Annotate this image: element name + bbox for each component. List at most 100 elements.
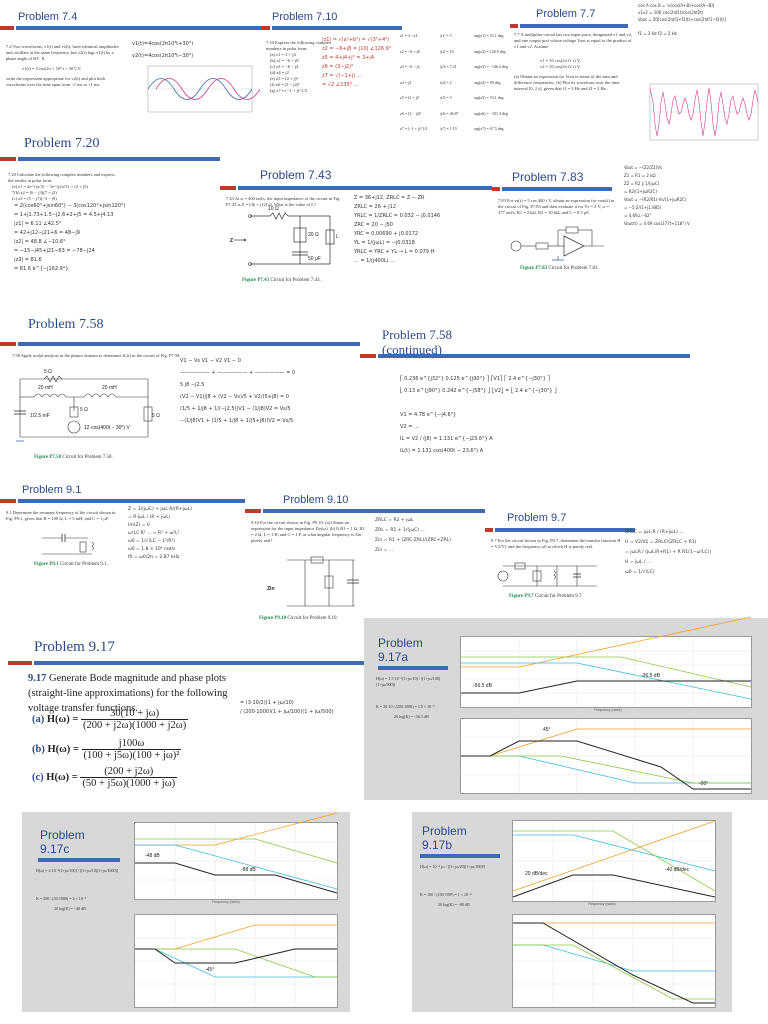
panel-problem-9-10: Problem 9.10 9.10 For the circuit shown … xyxy=(245,490,485,630)
panel-problem-7-10: Problem 7.10 7.10 Express the following … xyxy=(262,0,510,160)
problem-text: 9.17 Generate Bode magnitude and phase p… xyxy=(28,673,228,714)
resistor-top-label: 5 Ω xyxy=(44,369,52,375)
k-equation: K = 30·10 / (200·1000) = 1.5 × 10⁻³ xyxy=(376,704,435,709)
inductor-left-label: 20 mH xyxy=(38,385,53,391)
panel-problem-9-1: Problem 9.1 9.1 Determine the resonant f… xyxy=(0,480,245,620)
title-bar xyxy=(420,854,500,858)
panel-problem-9-17b: Problem 9.17b H(ω) = 10⁻⁴ jω / [(1+jω/20… xyxy=(412,812,732,1012)
answer-row: z1 = 3 + j4 xyxy=(400,33,418,38)
item: (g) z7 = (−1 + j)^1/2 xyxy=(270,88,308,93)
phase-asym-zero xyxy=(135,924,337,950)
item: *(b) z2 = (6 − j3)(7 + j2) xyxy=(12,190,57,195)
circuit-9-1 xyxy=(42,534,94,555)
capacitor-label: 50 μF xyxy=(308,256,321,262)
equation-c: (c) H(ω) = (200 + j2ω)(50 + j5ω)(1000 + … xyxy=(32,766,178,789)
handwritten-work: = (3·10/2)(1 + jω/10) / (200·1000)(1 + j… xyxy=(240,700,334,715)
asymptote-pole1 xyxy=(461,662,752,700)
transfer-function: H(ω) = 4·10⁻³(1+jω/100) / [(1+jω/10)(1+j… xyxy=(36,868,119,873)
panel-problem-9-17: Problem 9.17 9.17 Generate Bode magnitud… xyxy=(0,625,370,805)
freq-axis-label: Frequency (rad/s) xyxy=(588,902,616,906)
panel-problem-7-83: Problem 7.83 7.83 For vs(t) = 5 cos 400 … xyxy=(492,160,768,315)
problem-text: 9.7 For the circuit shown in Fig. P9.7, … xyxy=(491,538,621,549)
handwritten-work: |z1| = √(a²+b²) = √(3²+4²)z2 = −6+j8 = |… xyxy=(322,37,392,88)
panel-title: Problem 7.83 xyxy=(512,170,584,184)
figure-caption: Figure P7.58 Circuit for Problem 7.58. xyxy=(34,455,113,460)
problem-text: 7.20 Calculate the following complex num… xyxy=(8,172,115,183)
equation-b: (b) H(ω) = j100ω(100 + j5ω)(100 + jω)² xyxy=(32,738,182,761)
panel-problem-7-43: Problem 7.43 7.43 At ω = 400 rad/s, the … xyxy=(220,160,492,315)
title-bar xyxy=(262,26,402,30)
figure-caption: Figure P9.10 Circuit for Problem 9.10. xyxy=(259,616,338,621)
panel-title: Problem 9.17a xyxy=(378,636,423,664)
answer-row: z7 = (−1 + j)^1/2 xyxy=(400,126,428,131)
answer-row: z6 = (3 − j2)³ xyxy=(400,110,422,116)
panel-problem-7-20: Problem 7.20 7.20 Calculate the followin… xyxy=(0,128,220,298)
figure-caption: Figure P7.43 Circuit for Problem 7.43. xyxy=(242,278,321,283)
item: (a) z1 = 3 + j4 xyxy=(270,52,296,57)
asymptote-pole1 xyxy=(135,844,338,890)
handwritten-work: = 2(cos60°+jsin60°) − 3(cos120°+jsin120°… xyxy=(14,203,126,272)
panel-title: Problem 9.7 xyxy=(507,512,567,524)
figure-caption: Figure P9.7 Circuit for Problem 9.7. xyxy=(509,594,583,599)
k-equation: K = 200 / (50·1000) = 4 × 10⁻³ xyxy=(36,896,87,901)
answer-row: z3 = −6 − j4 xyxy=(400,64,420,69)
magnitude-response xyxy=(512,874,716,898)
problem-text: 7.43 At ω = 400 rad/s, the input impedan… xyxy=(226,196,341,207)
title-bar xyxy=(0,26,262,30)
answer-row: z4 = j2 xyxy=(400,79,412,85)
resistor-mid-label: 5 Ω xyxy=(80,407,88,413)
equation-v2: v2 = 10 cos(2π f2 t) V. xyxy=(540,64,581,69)
title-bar xyxy=(0,499,245,503)
transfer-function: H(ω) = 1.5·10⁻³(1+jω/10) / [(1+jω/100)(1… xyxy=(376,676,441,687)
figure-caption: Figure P7.83 Circuit for Problem 7.83. xyxy=(520,266,599,271)
circuit-7-43 xyxy=(234,212,335,266)
panel-title: Problem 7.58 (continued) xyxy=(382,327,453,357)
panel-problem-7-4: Problem 7.4 7.4 Two waveforms, v1(t) and… xyxy=(0,0,262,128)
answer-row: z2 = −6 + j8 xyxy=(400,48,420,54)
k-equation: K = 100 / (100·100²) = 1 × 10⁻⁴ xyxy=(420,892,472,897)
problem-text: 7.10 Express the following complex numbe… xyxy=(266,40,332,51)
phase-asym-pole2 xyxy=(461,755,751,784)
equation-v1: v1 = 10 cos(2π f1 t) V, xyxy=(540,58,581,63)
mag-annotation-1: 20 dB/dec xyxy=(525,871,548,877)
problem-items: (a) z1 = 3 + j4 (b) z2 = −6 + j8 (c) z3 … xyxy=(270,52,340,94)
inductor-right-label: 20 mH xyxy=(102,385,117,391)
panel-title: Problem 7.20 xyxy=(24,136,100,151)
phase-response xyxy=(513,922,715,1004)
magnitude-column: |z1| = 5|z2| = 10|z3| = 7.21|z4| = 2|z5|… xyxy=(440,33,459,131)
item: (e) z5 = (2 + j)² xyxy=(270,76,298,81)
item: (c) z3 = (5 − j7)(−3 − j9) xyxy=(12,196,57,201)
handwritten-work: cos A cos B = ½[cos(A+B)+cos(A−B)]v1v2 =… xyxy=(638,3,726,36)
phase-plot: -45° xyxy=(134,914,338,1008)
handwritten-v1: v1(t)=4cos(2π10³t+30°) xyxy=(132,41,194,47)
resistor-20-label: 20 Ω xyxy=(308,232,319,238)
mag-annotation-2: -36.5 dB xyxy=(641,673,660,679)
phase-plot xyxy=(512,914,716,1008)
panel-problem-9-7: Problem 9.7 9.7 For the circuit shown in… xyxy=(485,500,768,620)
item: (a) z1 = 2e^{jπ/3} − 3e^{j2π/3} + (2 + j… xyxy=(12,184,88,189)
phase-response xyxy=(135,948,337,964)
circuit-9-7 xyxy=(497,562,597,587)
mag-annotation-1: -48 dB xyxy=(145,853,160,859)
capacitor-label: 1/2.5 mF xyxy=(30,413,50,419)
magnitude-response xyxy=(461,680,751,694)
magnitude-response xyxy=(135,862,338,894)
title-bar xyxy=(8,661,370,665)
freq-axis-label: Frequency (rad/s) xyxy=(212,900,240,904)
answer-row: z5 = (2 + j)² xyxy=(400,95,420,100)
handwritten-work: V1 − Vs V1 − V2 V1 − 0—————— + —————— + … xyxy=(180,358,296,424)
freq-axis-label: Frequency (rad/s) xyxy=(594,708,622,712)
problem-equation: v1(t) = 4 cos(2π × 10³ t + 30°) V, xyxy=(22,66,82,71)
panel-title: Problem 7.10 xyxy=(272,11,338,23)
figure-caption: Figure P9.1 Circuit for Problem 9.1. xyxy=(34,562,108,567)
title-bar xyxy=(0,342,360,346)
problem-text-2: (a) Obtain an expression for Vout in ter… xyxy=(514,74,620,91)
equation-a: (a) H(ω) = 30(10 + jω)(200 + j2ω)(1000 +… xyxy=(32,708,189,731)
k-db: 20 log(K) = −56.5 dB xyxy=(394,714,429,719)
circuit-9-10 xyxy=(287,556,359,607)
problem-text: 9.10 For the circuit shown in Fig. P9.10… xyxy=(251,520,365,543)
title-bar xyxy=(378,666,448,670)
